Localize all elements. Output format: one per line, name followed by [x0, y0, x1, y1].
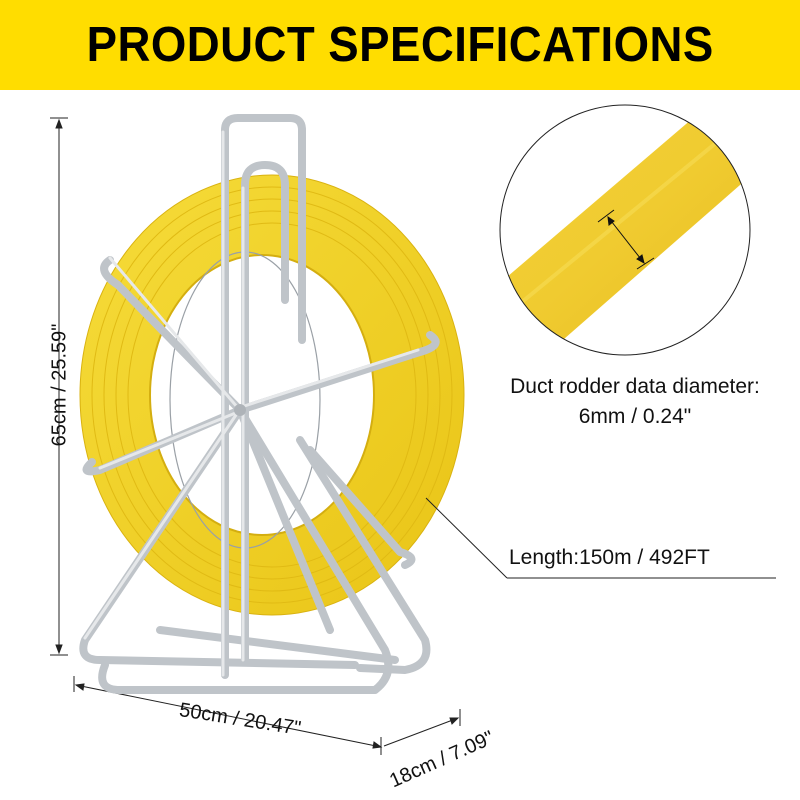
- hub: [234, 404, 246, 416]
- rodder-coil: [79, 174, 465, 616]
- reel-frame: [79, 114, 440, 694]
- depth-dimension-line: [383, 709, 461, 747]
- page-title: PRODUCT SPECIFICATIONS: [86, 18, 714, 72]
- width-dimension-line: [73, 676, 383, 755]
- length-leader-line: [425, 497, 776, 579]
- diameter-label: Duct rodder data diameter:: [510, 375, 760, 398]
- diameter-zoom-circle: [499, 104, 751, 356]
- diameter-value: 6mm / 0.24": [578, 405, 692, 428]
- diameter-spec: Duct rodder data diameter: 6mm / 0.24": [470, 372, 800, 432]
- header-banner: PRODUCT SPECIFICATIONS: [0, 0, 800, 90]
- frame-highlight: [83, 130, 420, 677]
- height-dimension-line: [50, 117, 68, 656]
- length-spec: Length:150m / 492FT: [509, 546, 710, 569]
- height-dimension-label: 65cm / 25.59": [48, 323, 71, 447]
